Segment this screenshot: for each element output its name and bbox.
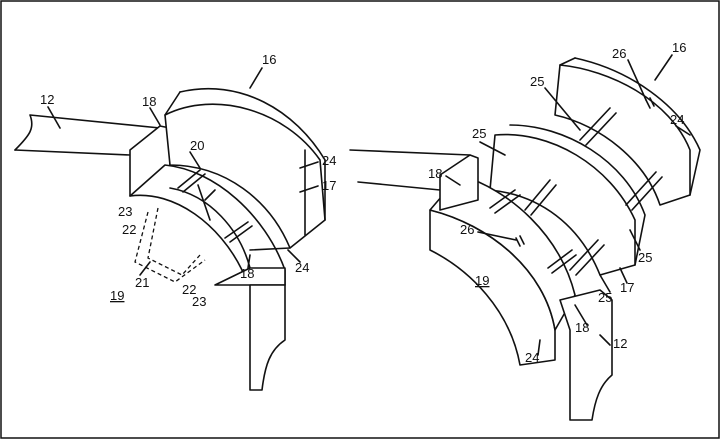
label-24b-left: 24 — [295, 260, 309, 275]
leader-18a-left — [149, 107, 161, 126]
label-24a-right: 24 — [670, 112, 684, 127]
label-20-left: 20 — [190, 138, 204, 153]
label-22a-left: 22 — [122, 222, 136, 237]
label-26a-right: 26 — [612, 46, 626, 61]
right-pipe-top — [349, 149, 471, 156]
label-16-right: 16 — [672, 40, 686, 55]
leader-18b-right — [574, 304, 588, 326]
left-pin-lower — [224, 221, 253, 243]
label-25a-right: 25 — [530, 74, 544, 89]
leader-24a-left — [299, 161, 319, 169]
leader-18a-right — [445, 175, 461, 186]
leader-25a-right — [544, 87, 581, 131]
right-pin-18b — [547, 249, 577, 274]
label-25d-right: 25 — [598, 290, 612, 305]
left-ring-top — [179, 87, 326, 161]
right-pin-25c — [524, 179, 557, 216]
label-26b-right: 26 — [460, 222, 474, 237]
right-figure: 16 26 25 24 25 18 26 25 19 17 25 18 12 2… — [349, 40, 701, 421]
leader-17-right — [619, 267, 628, 284]
left-ring-top-left — [164, 91, 181, 116]
left-dashed-passage-inner — [147, 207, 201, 276]
leader-18b-left — [247, 254, 251, 269]
leader-12-left — [47, 106, 61, 129]
leader-16-right — [654, 54, 673, 81]
left-figure: 12 16 18 20 24 17 23 22 18 24 21 22 23 1… — [14, 52, 336, 391]
left-pipe-bottom-edge — [14, 149, 131, 156]
left-pipe-top-edge — [14, 114, 161, 151]
right-marker-26b — [515, 235, 525, 247]
label-25b-right: 25 — [472, 126, 486, 141]
label-18b-left: 18 — [240, 266, 254, 281]
leader-26b-right — [477, 231, 517, 241]
right-pin-25b — [625, 171, 663, 211]
right-pipe-bottom — [357, 181, 441, 191]
leader-24b-right — [537, 339, 541, 356]
label-21-left: 21 — [135, 275, 149, 290]
label-23a-left: 23 — [118, 204, 132, 219]
leader-25d-right — [599, 274, 611, 293]
leader-21-left — [139, 261, 151, 276]
right-outlet-pipe — [559, 289, 613, 421]
right-rear-top — [574, 57, 701, 196]
label-19-right: 19 — [475, 273, 489, 288]
label-25c-right: 25 — [638, 250, 652, 265]
leader-17-left — [299, 185, 319, 193]
right-pin-18a — [489, 189, 521, 214]
label-23b-left: 23 — [192, 294, 206, 309]
label-24a-left: 24 — [322, 153, 336, 168]
leader-20-left — [189, 151, 201, 169]
label-24b-right: 24 — [525, 350, 539, 365]
label-18a-right: 18 — [428, 166, 442, 181]
label-19-left: 19 — [110, 288, 124, 303]
right-inlet-block — [439, 154, 479, 211]
right-pin-25d — [569, 239, 605, 276]
label-12-right: 12 — [613, 336, 627, 351]
label-22b-left: 22 — [182, 282, 196, 297]
leader-25b-right — [479, 141, 506, 156]
left-dashed-passage — [134, 211, 206, 283]
leader-12-right — [599, 334, 611, 346]
leader-25c-right — [629, 229, 641, 251]
right-middle-top — [509, 124, 646, 266]
left-ring-bottom — [249, 247, 291, 251]
label-16-left: 16 — [262, 52, 276, 67]
right-pin-25a — [579, 107, 617, 146]
leader-24b-left — [287, 249, 301, 263]
label-12-left: 12 — [40, 92, 54, 107]
left-arrow-20 — [197, 184, 216, 221]
right-rear-left — [559, 57, 576, 66]
label-17-right: 17 — [620, 280, 634, 295]
left-pin-upper — [177, 169, 206, 193]
leader-16-left — [249, 67, 263, 89]
right-marker-26a — [645, 97, 655, 109]
label-18a-left: 18 — [142, 94, 156, 109]
label-17-left: 17 — [322, 178, 336, 193]
leader-26a-right — [627, 59, 647, 101]
leader-24a-right — [675, 125, 691, 136]
label-18b-right: 18 — [575, 320, 589, 335]
left-outlet-pipe — [249, 284, 286, 391]
